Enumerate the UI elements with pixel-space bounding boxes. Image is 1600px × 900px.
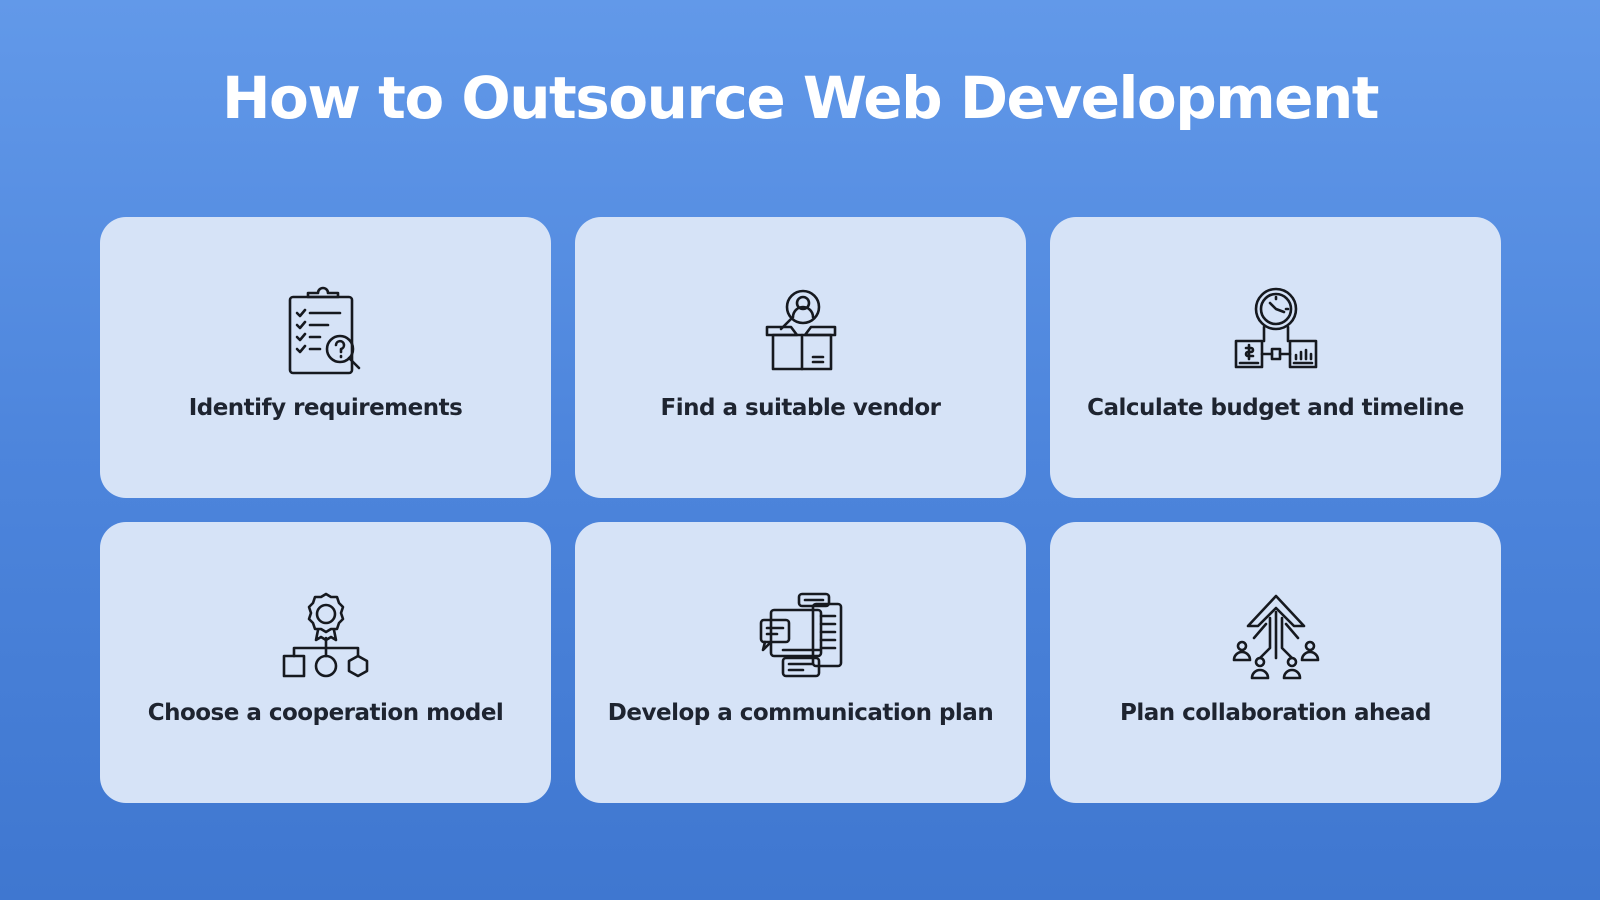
budget-clock-icon	[1234, 287, 1317, 369]
page-title: How to Outsource Web Development	[221, 64, 1380, 132]
steps-grid: Identify requirements Find a suitable ve…	[100, 217, 1501, 803]
step-label: Identify requirements	[188, 395, 463, 421]
step-label: Develop a communication plan	[607, 700, 994, 726]
vendor-box-icon	[765, 289, 836, 371]
step-card-find-vendor: Find a suitable vendor	[575, 217, 1026, 498]
clipboard-search-icon	[288, 286, 360, 375]
step-label: Calculate budget and timeline	[1087, 395, 1464, 421]
step-card-budget-timeline: Calculate budget and timeline	[1050, 217, 1501, 498]
step-label: Plan collaboration ahead	[1119, 700, 1432, 726]
step-card-cooperation-model: Choose a cooperation model	[100, 522, 551, 803]
collaboration-arrow-icon	[1232, 594, 1319, 680]
step-label: Find a suitable vendor	[660, 395, 941, 421]
step-card-identify-requirements: Identify requirements	[100, 217, 551, 498]
step-card-communication-plan: Develop a communication plan	[575, 522, 1026, 803]
step-card-plan-collaboration: Plan collaboration ahead	[1050, 522, 1501, 803]
step-label: Choose a cooperation model	[147, 700, 504, 726]
communication-plan-icon	[759, 592, 842, 678]
cooperation-model-icon	[282, 592, 368, 678]
